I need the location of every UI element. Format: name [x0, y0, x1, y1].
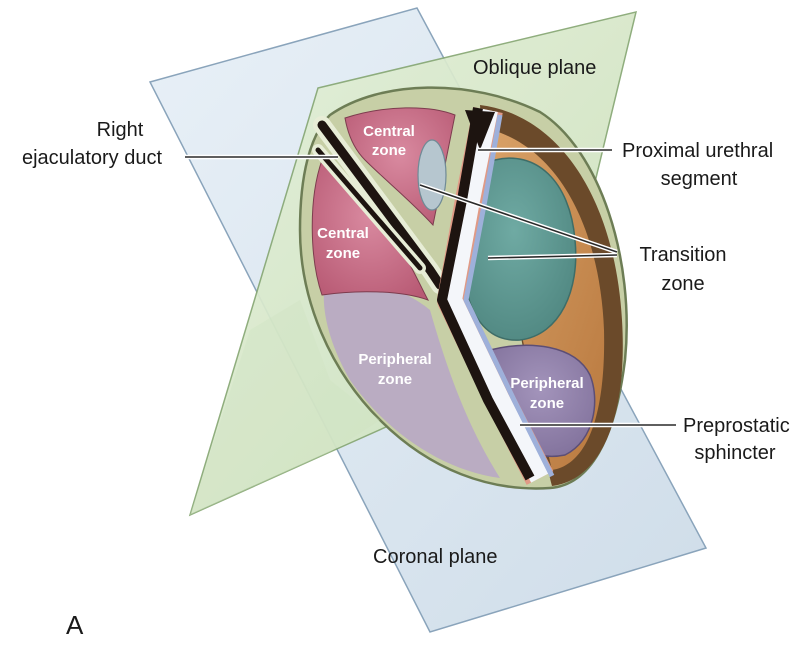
label-oblique-plane: Oblique plane [473, 57, 596, 79]
label-proximal-urethral-segment-line2: segment [661, 168, 738, 190]
proximal-urethra-dark [465, 110, 495, 150]
label-central-zone-left-line1: Central [317, 225, 369, 242]
label-preprostatic-sphincter-line1: Preprostatic [683, 415, 790, 437]
prostate-section [298, 86, 628, 490]
label-transition-zone-line2: zone [661, 273, 704, 295]
label-peripheral-zone-right-line1: Peripheral [510, 375, 583, 392]
leader-transition-zone-a [419, 184, 618, 253]
utricle [417, 139, 447, 211]
label-central-zone-upper-line1: Central [363, 123, 415, 140]
leader-transition-zone-b [487, 254, 618, 259]
label-proximal-urethral-segment-line1: Proximal urethral [622, 140, 773, 162]
ejaculatory-duct [317, 120, 445, 290]
label-peripheral-zone-left-line1: Peripheral [358, 351, 431, 368]
label-transition-zone-line1: Transition [639, 244, 726, 266]
label-preprostatic-sphincter-line2: sphincter [694, 442, 775, 464]
label-peripheral-zone-right-line2: zone [530, 395, 564, 412]
panel-letter: A [66, 610, 84, 640]
urethra [437, 107, 535, 481]
ejaculatory-duct-2 [315, 147, 423, 271]
leader-lines [185, 147, 676, 428]
urethra-white-border [442, 108, 549, 483]
label-right-ejaculatory-duct-line1: Right [97, 119, 144, 141]
label-central-zone-left-line2: zone [326, 245, 360, 262]
label-peripheral-zone-left-line2: zone [378, 371, 412, 388]
label-right-ejaculatory-duct-line2: ejaculatory duct [22, 147, 163, 169]
peripheral-zone-left-region [323, 278, 500, 478]
oblique-plane-front [190, 300, 380, 515]
label-central-zone-upper-line2: zone [372, 142, 406, 159]
label-coronal-plane: Coronal plane [373, 546, 498, 568]
